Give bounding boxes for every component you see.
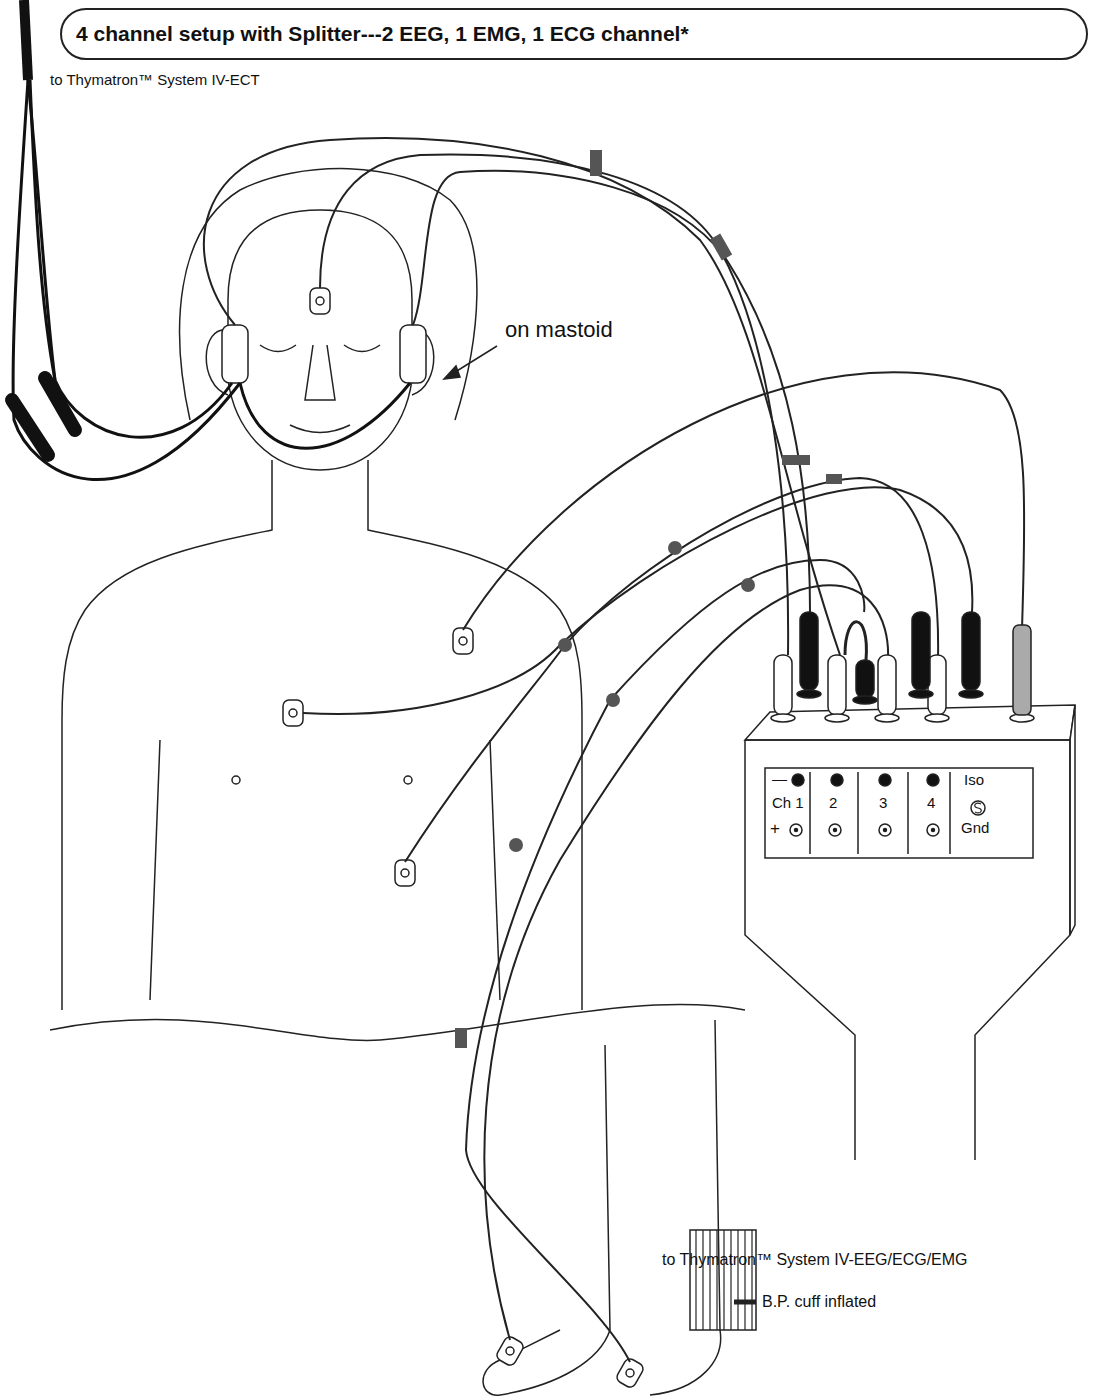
channel-label: Ch 1 — [772, 795, 804, 812]
pin-label: + — [770, 820, 780, 839]
wire-ties — [455, 474, 842, 1048]
cable-label: to Thymatron™ System IV-ECT — [50, 72, 260, 89]
panel-symbols — [790, 774, 985, 836]
electrode-pads — [222, 288, 645, 1389]
wire-ties — [590, 150, 810, 465]
channel-label: 3 — [879, 795, 887, 812]
channel-label: 2 — [829, 795, 837, 812]
title-box: 4 channel setup with Splitter---2 EEG, 1… — [60, 8, 1088, 60]
mastoid-arrow — [444, 346, 497, 379]
callout-label: B.P. cuff inflated — [762, 1293, 876, 1311]
channel-label: 4 — [927, 795, 935, 812]
pin-label: Iso — [964, 772, 984, 789]
ect-cable — [12, 0, 410, 480]
pin-label: Gnd — [961, 820, 989, 837]
cable-label: to Thymatron™ System IV-EEG/ECG/EMG — [662, 1251, 968, 1269]
callout-label: on mastoid — [505, 318, 613, 342]
title: 4 channel setup with Splitter---2 EEG, 1… — [76, 22, 689, 46]
eeg-wires — [204, 138, 840, 655]
bp-cuff — [690, 1230, 756, 1330]
pin-label: — — [772, 771, 787, 788]
cuff-leader — [734, 1300, 756, 1305]
plugs — [771, 612, 1034, 722]
body-wires — [303, 372, 1024, 1362]
splitter-box — [745, 705, 1075, 1160]
patient-figure — [50, 169, 745, 1396]
